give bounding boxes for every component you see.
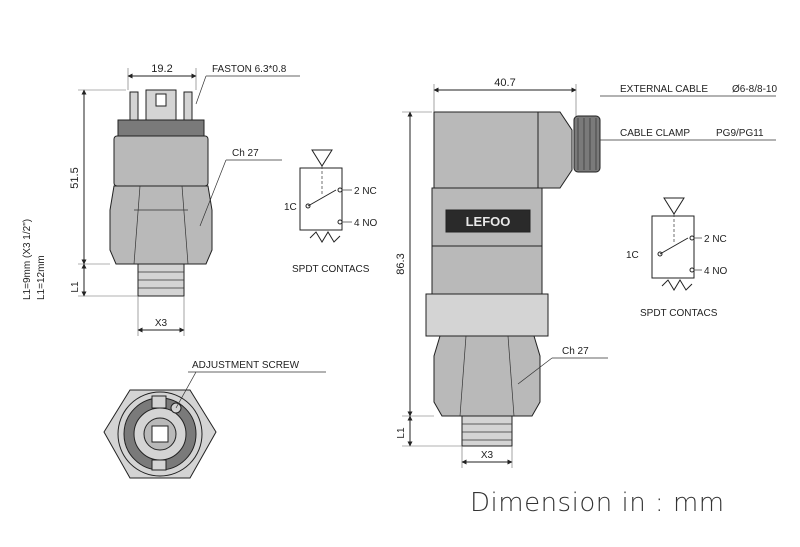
faston-terminal xyxy=(183,91,193,123)
contact-nc-label: 2 NC xyxy=(354,186,377,197)
left-switch-schematic: 1C 2 NC 4 NO SPDT CONTACS xyxy=(284,149,378,275)
pressure-actuator-icon xyxy=(311,149,333,167)
hex-size-label: Ch 27 xyxy=(232,148,259,159)
contact-no-label: 4 NO xyxy=(354,218,378,229)
contact-common-label: 1C xyxy=(284,202,297,213)
terminal-cap xyxy=(117,119,205,137)
cable-clamp-label: CABLE CLAMP xyxy=(620,128,690,139)
brand-logo: LEFOO xyxy=(466,214,511,229)
height-dimension: 51.5 xyxy=(69,167,81,188)
spring-icon xyxy=(309,231,341,243)
left-side-view: 19.2 FASTON 6.3*0.8 51.5 L1 L1=9mm (X3 1… xyxy=(22,63,300,336)
right-side-view: LEFOO 40.7 EXTERNAL CABLE Ø6-8/8-10 CABL… xyxy=(395,77,777,468)
l1-label: L1 xyxy=(396,427,407,439)
l1-note-12mm: L1=12mm xyxy=(36,255,47,300)
l1-note-9mm: L1=9mm (X3 1/2") xyxy=(22,219,33,300)
hex-nut xyxy=(109,185,213,265)
width-dimension: 40.7 xyxy=(494,77,515,89)
external-cable-range: Ø6-8/8-10 xyxy=(732,84,777,95)
thread-size-label: X3 xyxy=(481,450,494,461)
switch-body xyxy=(113,135,209,187)
height-dimension: 86.3 xyxy=(395,253,407,274)
thread-size-label: X3 xyxy=(155,318,168,329)
right-switch-schematic: 1C 2 NC 4 NO SPDT CONTACS xyxy=(626,197,728,319)
sensor-body xyxy=(431,245,543,295)
l1-label: L1 xyxy=(70,281,81,293)
pressure-actuator-icon xyxy=(663,197,685,215)
din-connector xyxy=(433,111,539,189)
cable-clamp xyxy=(573,115,601,173)
faston-label: FASTON 6.3*0.8 xyxy=(212,64,287,75)
contact-nc-label: 2 NC xyxy=(704,234,727,245)
contact-common-label: 1C xyxy=(626,250,639,261)
thread-fitting xyxy=(461,415,513,447)
faston-terminal xyxy=(129,91,139,123)
hex-nut xyxy=(433,335,541,417)
spring-icon xyxy=(661,279,693,291)
adjustment-screw-label: ADJUSTMENT SCREW xyxy=(192,360,300,371)
width-dimension: 19.2 xyxy=(151,63,172,75)
bottom-view: ADJUSTMENT SCREW xyxy=(103,360,326,479)
schematic-caption: SPDT CONTACS xyxy=(640,308,718,319)
contact-no-label: 4 NO xyxy=(704,266,728,277)
hex-size-label: Ch 27 xyxy=(562,346,589,357)
cable-clamp-size: PG9/PG11 xyxy=(716,128,764,139)
external-cable-label: EXTERNAL CABLE xyxy=(620,84,708,95)
dimension-unit-note: Dimension in : mm xyxy=(470,488,725,518)
schematic-caption: SPDT CONTACS xyxy=(292,264,370,275)
